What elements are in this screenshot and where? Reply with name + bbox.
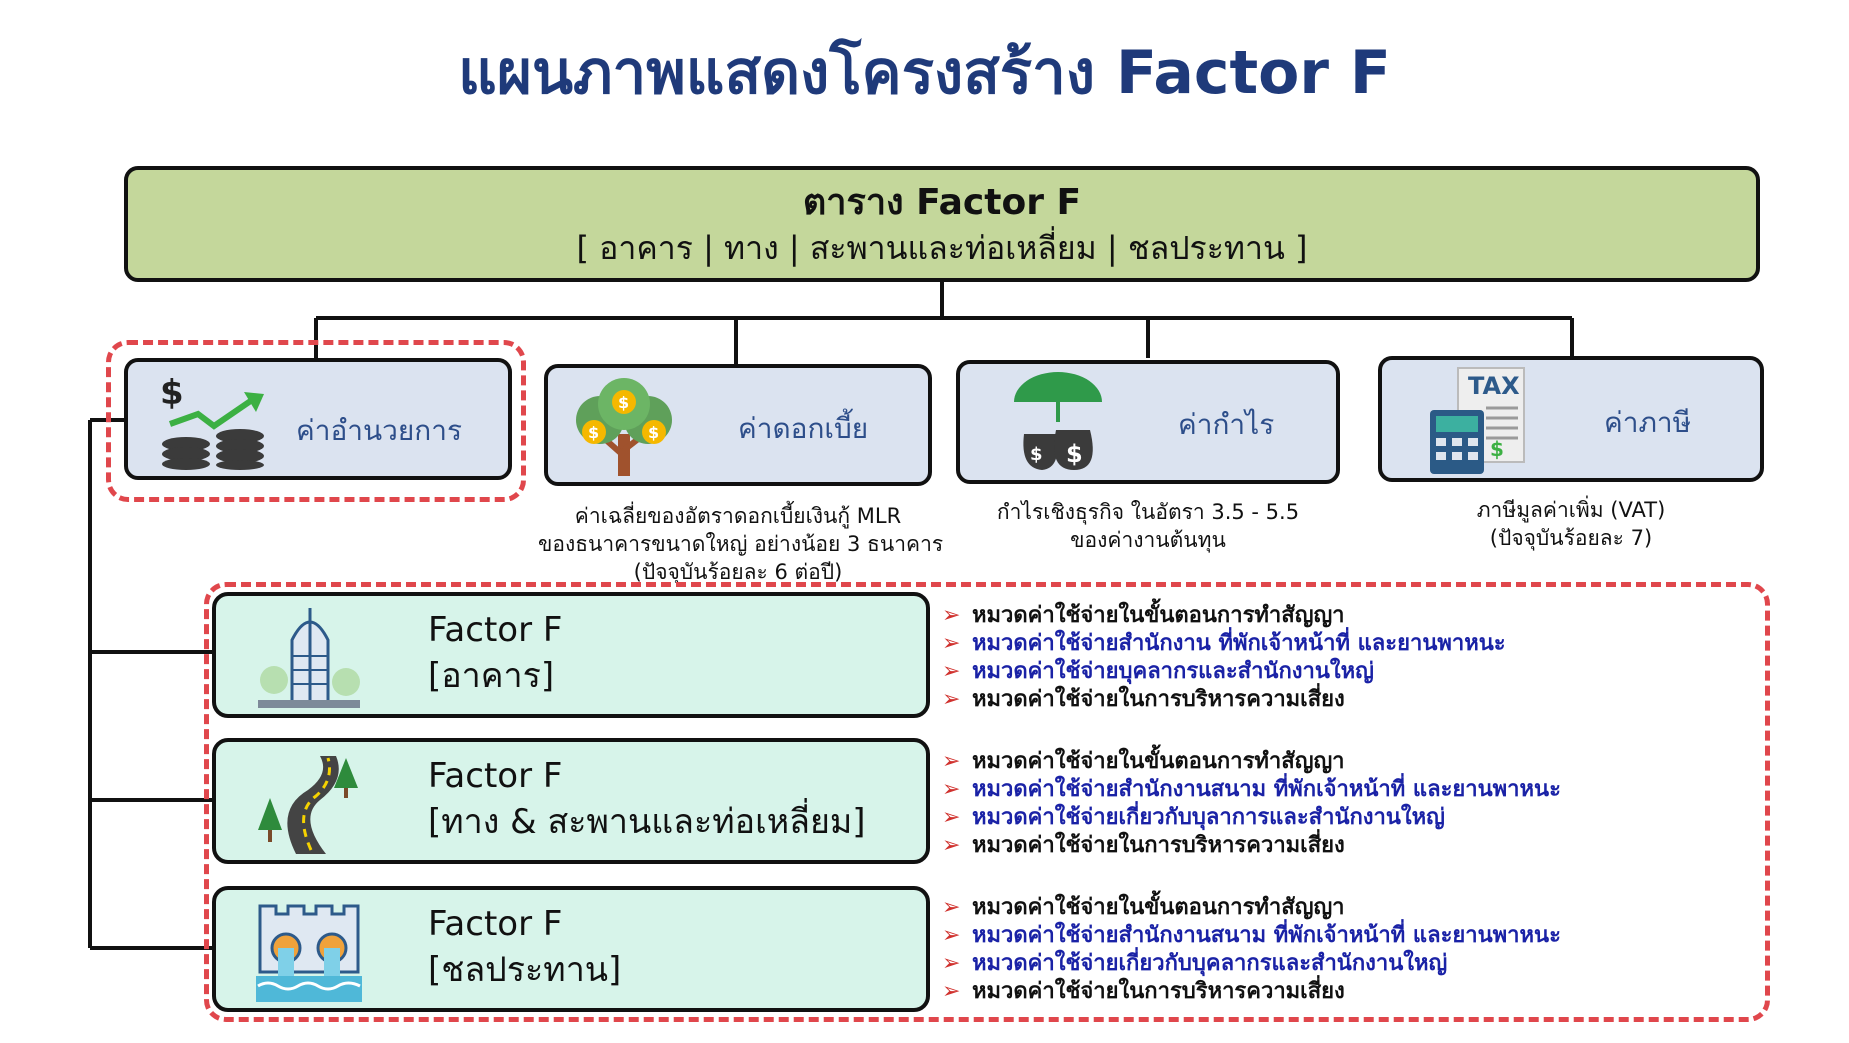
component-label: ค่ากำไร [1178, 408, 1275, 441]
note-line: (ปัจจุบันร้อยละ 7) [1489, 526, 1653, 550]
bullet-text: หมวดค่าใช้จ่ายในขั้นตอนการทำสัญญา [972, 895, 1345, 920]
svg-text:$: $ [618, 393, 629, 412]
factor-title: Factor F [428, 904, 563, 944]
factor-building-bullets: ➢ หมวดค่าใช้จ่ายในขั้นตอนการทำสัญญา ➢ หมวด… [942, 602, 1822, 714]
dam-icon [254, 898, 364, 1010]
tax-note: ภาษีมูลค่าเพิ่ม (VAT) (ปัจจุบันร้อยละ 7) [1396, 496, 1746, 552]
arrow-bullet-icon: ➢ [942, 777, 961, 802]
building-icon [254, 604, 364, 716]
money-growth-icon: $ [156, 373, 276, 474]
bullet-item: ➢ หมวดค่าใช้จ่ายเกี่ยวกับบุลาการและสำนักง… [942, 804, 1822, 832]
bullet-text: หมวดค่าใช้จ่ายในขั้นตอนการทำสัญญา [972, 749, 1345, 774]
arrow-bullet-icon: ➢ [942, 979, 961, 1004]
highlight-dashed-box [106, 340, 526, 502]
bullet-item: ➢ หมวดค่าใช้จ่ายในการบริหารความเสี่ยง [942, 686, 1822, 714]
factor-irrigation-bullets: ➢ หมวดค่าใช้จ่ายในขั้นตอนการทำสัญญา ➢ หมวด… [942, 894, 1822, 1006]
component-profit: $ $ ค่ากำไร [956, 360, 1340, 484]
component-label: ค่าภาษี [1604, 406, 1692, 439]
arrow-bullet-icon: ➢ [942, 895, 961, 920]
note-line: ของธนาคารขนาดใหญ่ อย่างน้อย 3 ธนาคาร [538, 532, 944, 556]
bullet-item: ➢ หมวดค่าใช้จ่ายสำนักงาน ที่พักเจ้าหน้าที… [942, 630, 1822, 658]
factor-category: [ชลประทาน] [428, 950, 622, 990]
arrow-bullet-icon: ➢ [942, 749, 961, 774]
note-line: ของค่างานต้นทุน [1070, 528, 1226, 552]
factor-title: Factor F [428, 610, 563, 650]
component-tax: TAX $ ค่าภาษี [1378, 356, 1764, 482]
arrow-bullet-icon: ➢ [942, 631, 961, 656]
note-line: กำไรเชิงธุรกิจ ในอัตรา 3.5 - 5.5 [996, 500, 1300, 524]
note-line: ค่าเฉลี่ยของอัตราดอกเบี้ยเงินกู้ MLR [574, 504, 902, 528]
bullet-text: หมวดค่าใช้จ่ายในการบริหารความเสี่ยง [972, 687, 1345, 712]
bullet-item: ➢ หมวดค่าใช้จ่ายสำนักงานสนาม ที่พักเจ้าหน… [942, 776, 1822, 804]
component-administration: $ ค่าอำนวยการ [124, 358, 512, 480]
interest-note: ค่าเฉลี่ยของอัตราดอกเบี้ยเงินกู้ MLR ของ… [538, 502, 944, 586]
page-title: แผนภาพแสดงโครงสร้าง Factor F [458, 38, 1391, 108]
bullet-item: ➢ หมวดค่าใช้จ่ายสำนักงานสนาม ที่พักเจ้าหน… [942, 922, 1822, 950]
bullet-item: ➢ หมวดค่าใช้จ่ายในขั้นตอนการทำสัญญา [942, 748, 1822, 776]
main-box-subtitle: [ อาคาร | ทาง | สะพานและท่อเหลี่ยม | ชลป… [576, 229, 1308, 267]
arrow-bullet-icon: ➢ [942, 603, 961, 628]
bullet-item: ➢ หมวดค่าใช้จ่ายในการบริหารความเสี่ยง [942, 832, 1822, 860]
bullet-item: ➢ หมวดค่าใช้จ่ายในขั้นตอนการทำสัญญา [942, 894, 1822, 922]
component-interest: $ $ $ ค่าดอกเบี้ย [544, 364, 932, 486]
svg-text:$: $ [1066, 440, 1083, 468]
arrow-bullet-icon: ➢ [942, 951, 961, 976]
bullet-item: ➢ หมวดค่าใช้จ่ายในขั้นตอนการทำสัญญา [942, 602, 1822, 630]
arrow-bullet-icon: ➢ [942, 687, 961, 712]
tax-calculator-icon: TAX $ [1428, 364, 1540, 482]
bullet-item: ➢ หมวดค่าใช้จ่ายบุคลากรและสำนักงานใหญ่ [942, 658, 1822, 686]
bullet-text: หมวดค่าใช้จ่ายสำนักงานสนาม ที่พักเจ้าหน้… [972, 923, 1561, 948]
factor-category: [อาคาร] [428, 656, 555, 696]
note-line: ภาษีมูลค่าเพิ่ม (VAT) [1476, 498, 1666, 522]
bullet-text: หมวดค่าใช้จ่ายเกี่ยวกับบุคลากรและสำนักงา… [972, 951, 1448, 976]
factor-category: [ทาง & สะพานและท่อเหลี่ยม] [428, 802, 866, 842]
bullet-text: หมวดค่าใช้จ่ายเกี่ยวกับบุลาการและสำนักงา… [972, 805, 1445, 830]
bullet-text: หมวดค่าใช้จ่ายในขั้นตอนการทำสัญญา [972, 603, 1345, 628]
bullet-text: หมวดค่าใช้จ่ายในการบริหารความเสี่ยง [972, 833, 1345, 858]
arrow-bullet-icon: ➢ [942, 805, 961, 830]
factor-irrigation-box: Factor F [ชลประทาน] [212, 886, 930, 1012]
factor-group-dashed-box [204, 582, 1770, 1022]
tax-label: TAX [1468, 372, 1520, 400]
svg-text:$: $ [1030, 444, 1043, 465]
main-box-title: ตาราง Factor F [802, 182, 1082, 223]
road-icon [254, 750, 364, 862]
bullet-text: หมวดค่าใช้จ่ายในการบริหารความเสี่ยง [972, 979, 1345, 1004]
factor-road-bullets: ➢ หมวดค่าใช้จ่ายในขั้นตอนการทำสัญญา ➢ หมวด… [942, 748, 1822, 860]
bullet-item: ➢ หมวดค่าใช้จ่ายเกี่ยวกับบุคลากรและสำนักง… [942, 950, 1822, 978]
bullet-text: หมวดค่าใช้จ่ายสำนักงานสนาม ที่พักเจ้าหน้… [972, 777, 1561, 802]
profit-note: กำไรเชิงธุรกิจ ในอัตรา 3.5 - 5.5 ของค่าง… [968, 498, 1328, 554]
bullet-text: หมวดค่าใช้จ่ายสำนักงาน ที่พักเจ้าหน้าที่… [972, 631, 1506, 656]
arrow-bullet-icon: ➢ [942, 659, 961, 684]
money-tree-icon: $ $ $ [570, 376, 680, 484]
bullet-item: ➢ หมวดค่าใช้จ่ายในการบริหารความเสี่ยง [942, 978, 1822, 1006]
svg-text:$: $ [1490, 437, 1504, 461]
factor-title: Factor F [428, 756, 563, 796]
svg-text:$: $ [648, 423, 659, 442]
factor-f-table-box: ตาราง Factor F [ อาคาร | ทาง | สะพานและท… [124, 166, 1760, 282]
arrow-bullet-icon: ➢ [942, 833, 961, 858]
note-line: (ปัจจุบันร้อยละ 6 ต่อปี) [633, 560, 843, 584]
factor-road-bridge-box: Factor F [ทาง & สะพานและท่อเหลี่ยม] [212, 738, 930, 864]
svg-text:$: $ [588, 423, 599, 442]
component-label: ค่าดอกเบี้ย [738, 412, 869, 445]
umbrella-money-bags-icon: $ $ [1010, 372, 1106, 480]
arrow-bullet-icon: ➢ [942, 923, 961, 948]
factor-building-box: Factor F [อาคาร] [212, 592, 930, 718]
component-label: ค่าอำนวยการ [296, 414, 462, 447]
bullet-text: หมวดค่าใช้จ่ายบุคลากรและสำนักงานใหญ่ [972, 659, 1374, 684]
svg-text:$: $ [160, 374, 184, 413]
